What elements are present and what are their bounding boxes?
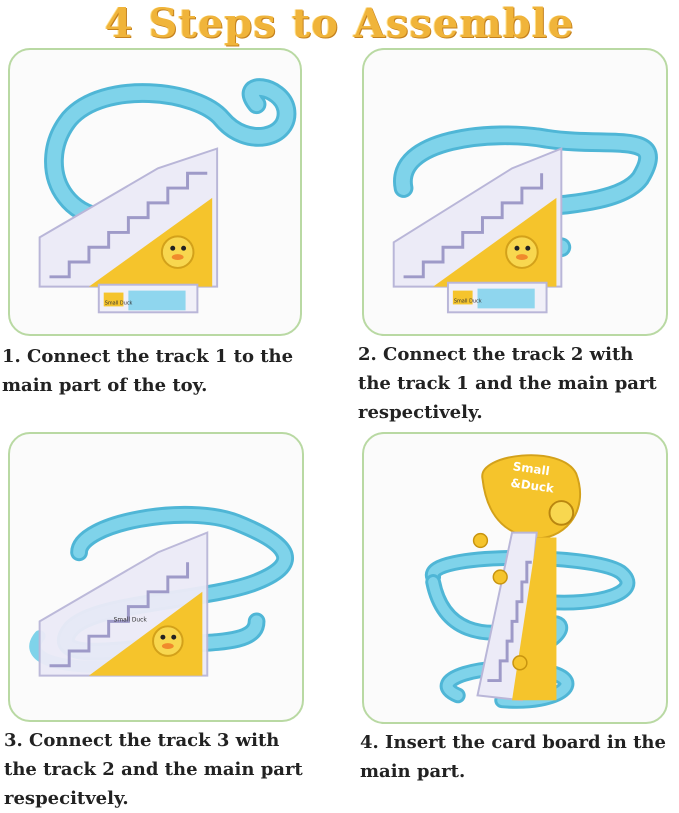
caption-line: 1. Connect the track 1 to the xyxy=(2,346,294,367)
step-4-caption: 4. Insert the card board in the main par… xyxy=(360,728,678,786)
step-2-caption: 2. Connect the track 2 with the track 1 … xyxy=(358,340,676,427)
caption-line: main part. xyxy=(360,761,466,782)
caption-line: 3. Connect the track 3 with xyxy=(4,730,280,751)
step-3-illustration: Small Duck xyxy=(29,505,294,677)
step-3-box-label: Small Duck xyxy=(114,617,148,623)
step-2-illustration: Small Duck xyxy=(392,125,658,314)
step-3-image: Small Duck xyxy=(8,432,304,722)
card-board-label-line-1: Small xyxy=(512,459,551,478)
caption-line: respecitvely. xyxy=(4,788,129,809)
step-4-image: Small &Duck xyxy=(362,432,668,724)
caption-line: respectively. xyxy=(358,402,483,423)
caption-line: main part of the toy. xyxy=(2,375,208,396)
step-1-image: Small Duck xyxy=(8,48,302,336)
card-board-label-line-2: &Duck xyxy=(510,476,556,496)
step-1-illustration: Small Duck xyxy=(38,78,297,314)
caption-line: 2. Connect the track 2 with xyxy=(358,344,634,365)
step-1-box-label: Small Duck xyxy=(105,300,133,306)
step-1-caption: 1. Connect the track 1 to the main part … xyxy=(2,342,322,400)
caption-line: the track 1 and the main part xyxy=(358,373,657,394)
step-3-caption: 3. Connect the track 3 with the track 2 … xyxy=(4,726,324,813)
page-title: 4 Steps to Assemble xyxy=(104,0,575,47)
step-2-image: Small Duck xyxy=(362,48,668,336)
step-4-illustration: Small &Duck xyxy=(425,454,636,709)
caption-line: 4. Insert the card board in the xyxy=(360,732,666,753)
step-2-box-label: Small Duck xyxy=(454,298,482,304)
caption-line: the track 2 and the main part xyxy=(4,759,303,780)
